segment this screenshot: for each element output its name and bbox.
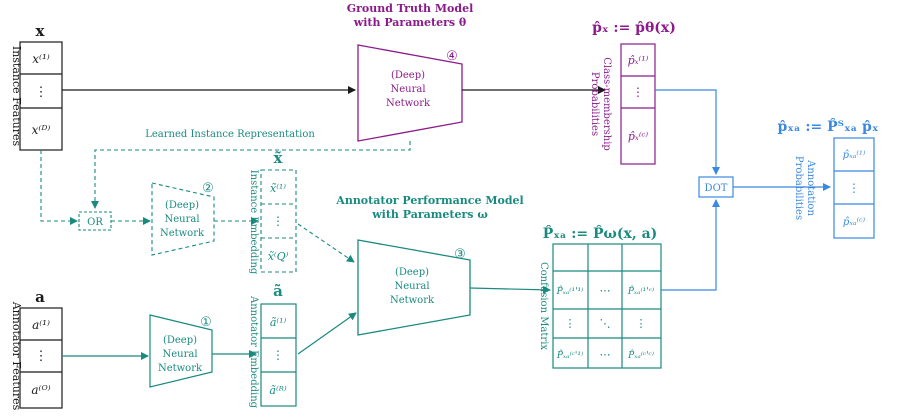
conf-cell-1-c: P̂ₓₐ⁽¹'ᶜ⁾ (627, 285, 654, 297)
gt-model-badge: ④ (446, 49, 458, 64)
class-prob-cell-c: p̂ₓ⁽ᶜ⁾ (628, 130, 649, 143)
ap-net-line-1: (Deep) (395, 267, 429, 278)
annotation-probabilities-vector: p̂ₓₐ := P̂ᵀₓₐ p̂ₓ p̂ₓₐ⁽¹⁾ ⋮ p̂ₓₐ⁽ᶜ⁾ Anno… (778, 117, 879, 239)
confusion-label: Confusion Matrix (538, 262, 549, 350)
conf-cell-2-1: ⋮ (565, 317, 576, 330)
ap-to-confusion-arrow (469, 285, 551, 294)
ap-model-title-2: with Parameters ω (371, 208, 488, 221)
ann-emb-cell-1: ã⁽¹⁾ (270, 316, 287, 329)
or-label: OR (87, 217, 103, 228)
class-prob-cell-1: p̂ₓ⁽¹⁾ (628, 54, 649, 67)
class-probs-label-1: Class-membership (601, 57, 612, 151)
gt-model-title-1: Ground Truth Model (347, 2, 474, 15)
enc1-line-2: Neural (162, 349, 197, 360)
enc1-line-3: Network (158, 363, 203, 374)
gt-net-line-2: Neural (390, 84, 425, 95)
instance-cell-d: x⁽ᴰ⁾ (32, 123, 51, 137)
inst-emb-to-ap-arrow (297, 223, 355, 263)
or-box: OR (78, 211, 112, 231)
enc1-line-1: (Deep) (163, 335, 197, 346)
instance-encoder-badge: ② (202, 181, 214, 196)
annot-probs-title: p̂ₓₐ := P̂ᵀₓₐ p̂ₓ (778, 117, 879, 135)
inst-emb-cell-dots: ⋮ (272, 214, 284, 228)
class-probs-title: p̂ₓ := p̂θ(x) (592, 20, 676, 36)
class-probabilities-vector: p̂ₓ := p̂θ(x) p̂ₓ⁽¹⁾ ⋮ p̂ₓ⁽ᶜ⁾ Class-memb… (589, 20, 676, 165)
inst-emb-cell-q: x̃⁽Q⁾ (268, 250, 289, 263)
class-prob-cell-dots: ⋮ (632, 85, 644, 99)
gt-net-line-1: (Deep) (391, 70, 425, 81)
ann-emb-to-ap-arrow (297, 312, 357, 355)
dot-label: DOT (705, 183, 728, 194)
learned-representation-path (91, 141, 411, 209)
instance-embedding-label: Instance Embedding (248, 170, 259, 275)
inst-emb-cell-1: x̃⁽¹⁾ (270, 182, 286, 195)
instance-embedding-vector: x̃ x̃⁽¹⁾ ⋮ x̃⁽Q⁾ Instance Embedding (248, 149, 297, 275)
annotator-cell-dots: ⋮ (35, 349, 48, 364)
annot-prob-cell-1: p̂ₓₐ⁽¹⁾ (843, 150, 866, 161)
ann-emb-cell-dots: ⋮ (272, 348, 284, 362)
ap-model-title-1: Annotator Performance Model (335, 194, 523, 207)
annot-probs-label-2: Probabilities (793, 156, 804, 220)
gt-net-line-3: Network (386, 98, 431, 109)
annotator-performance-model: Annotator Performance Model with Paramet… (335, 194, 524, 336)
enc2-line-1: (Deep) (165, 200, 199, 211)
ap-model-badge: ③ (454, 247, 466, 262)
instance-encoder: ② (Deep) Neural Network (151, 181, 215, 256)
annotator-encoder: ① (Deep) Neural Network (149, 314, 213, 388)
ground-truth-model: Ground Truth Model with Parameters θ ④ (… (347, 2, 474, 142)
learned-repr-label: Learned Instance Representation (145, 129, 315, 140)
annotator-cell-o: a⁽ᴼ⁾ (31, 383, 50, 397)
x-to-or-path (40, 150, 78, 225)
confusion-to-dot-path (661, 199, 720, 291)
annotator-embedding-vector: ã ã⁽¹⁾ ⋮ ã⁽ᴿ⁾ Annotator Embedding (248, 282, 297, 409)
conf-cell-c-1: P̂ₓₐ⁽ᶜ'¹⁾ (556, 349, 583, 361)
annotator-embedding-label: Annotator Embedding (248, 295, 259, 409)
conf-cell-1-2: ⋯ (600, 284, 611, 297)
annotator-cell-1: a⁽¹⁾ (32, 318, 50, 332)
annotator-features-vector: a a⁽¹⁾ ⋮ a⁽ᴼ⁾ Annotator Features (10, 288, 63, 411)
conf-cell-1-1: P̂ₓₐ⁽¹'¹⁾ (556, 285, 584, 297)
annot-prob-cell-c: p̂ₓₐ⁽ᶜ⁾ (843, 217, 866, 228)
instance-vector-title: x (36, 22, 46, 40)
confusion-matrix: P̂ₓₐ := P̂ω(x, a) Confusion Matrix P̂ₓₐ⁽… (538, 224, 662, 369)
instance-cell-dots: ⋮ (35, 85, 48, 100)
class-probs-label-2: Probabilities (589, 72, 600, 136)
enc2-line-3: Network (160, 228, 205, 239)
class-probs-to-dot-path (655, 89, 720, 175)
instance-cell-1: x⁽¹⁾ (32, 52, 50, 66)
annotator-encoder-badge: ① (200, 315, 212, 330)
ann-emb-cell-r: ã⁽ᴿ⁾ (269, 384, 286, 397)
dot-box: DOT (698, 176, 734, 198)
instance-features-label: Instance Features (10, 46, 23, 147)
instance-features-vector: x x⁽¹⁾ ⋮ x⁽ᴰ⁾ Instance Features (10, 22, 63, 151)
gt-model-title-2: with Parameters θ (353, 16, 466, 29)
conf-cell-2-3: ⋮ (636, 317, 647, 330)
conf-cell-c-c: P̂ₓₐ⁽ᶜ'ᶜ⁾ (627, 349, 654, 361)
conf-cell-2-2: ⋱ (600, 317, 611, 330)
annot-prob-cell-dots: ⋮ (848, 181, 860, 195)
instance-embedding-title: x̃ (274, 149, 284, 167)
confusion-title: P̂ₓₐ := P̂ω(x, a) (543, 224, 658, 242)
enc2-line-2: Neural (164, 214, 199, 225)
conf-cell-c-2: ⋯ (600, 348, 611, 361)
ap-net-line-2: Neural (394, 281, 429, 292)
annot-probs-label-1: Annotation (805, 159, 816, 216)
ap-net-line-3: Network (390, 295, 435, 306)
annotator-features-label: Annotator Features (10, 301, 23, 411)
annotator-vector-title: a (35, 288, 45, 306)
annotator-embedding-title: ã (273, 282, 283, 300)
